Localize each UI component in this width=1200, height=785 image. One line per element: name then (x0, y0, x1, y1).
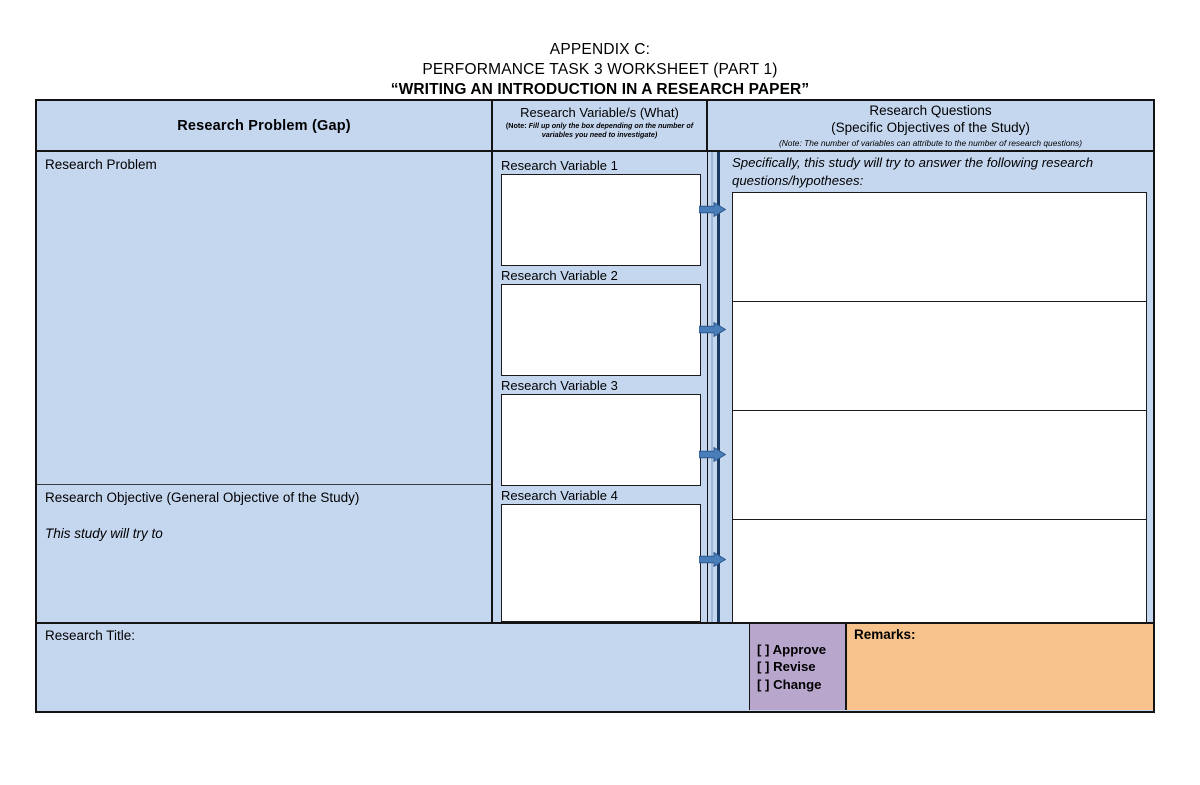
header-research-variables-note: (Note: Fill up only the box depending on… (493, 120, 706, 139)
research-question-4-input[interactable] (732, 519, 1147, 628)
separator-bar-dark (717, 152, 720, 622)
research-questions-intro: Specifically, this study will try to ans… (732, 155, 1094, 189)
research-question-3-input[interactable] (732, 410, 1147, 520)
appendix-label: APPENDIX C: (549, 41, 651, 58)
research-problem-label: Research Problem (45, 157, 157, 172)
arrow-right-icon (699, 447, 726, 462)
header-research-questions-line1: Research Questions (869, 103, 992, 118)
worksheet-subtitle: PERFORMANCE TASK 3 WORKSHEET (PART 1) (422, 60, 778, 78)
decision-option-revise[interactable]: [ ] Revise (757, 659, 816, 675)
decision-checklist: [ ] Approve [ ] Revise [ ] Change (750, 624, 847, 710)
arrow-right-icon (699, 202, 726, 217)
research-variable-4-label: Research Variable 4 (501, 488, 618, 503)
decision-option-change[interactable]: [ ] Change (757, 676, 822, 692)
header-research-variables: Research Variable/s (What) (Note: Fill u… (493, 101, 708, 150)
worksheet-heading: “WRITING AN INTRODUCTION IN A RESEARCH P… (390, 80, 810, 98)
research-objective-cell[interactable]: Research Objective (General Objective of… (37, 485, 491, 622)
research-question-2-input[interactable] (732, 301, 1147, 411)
research-variable-3-input[interactable] (501, 394, 701, 486)
note-italic-text: Fill up only the box depending on the nu… (528, 121, 694, 139)
table-footer-row: Research Title: [ ] Approve [ ] Revise [… (37, 622, 1153, 710)
separator-bar-light (711, 152, 713, 622)
research-variable-1-input[interactable] (501, 174, 701, 266)
research-title-cell[interactable]: Research Title: (37, 624, 750, 710)
research-variable-4-input[interactable] (501, 504, 701, 622)
research-variable-slot-2: Research Variable 2 (493, 268, 707, 376)
arrow-right-icon (699, 552, 726, 567)
research-problem-column: Research Problem Research Objective (Gen… (37, 152, 493, 622)
research-variable-3-label: Research Variable 3 (501, 378, 618, 393)
research-variables-column: Research Variable 1 Research Variable 2 … (493, 152, 708, 622)
header-research-questions: Research Questions (Specific Objectives … (708, 101, 1153, 150)
remarks-cell[interactable]: Remarks: (847, 624, 1153, 710)
research-problem-cell[interactable]: Research Problem (37, 152, 491, 485)
remarks-label: Remarks: (854, 627, 916, 642)
header-research-problem: Research Problem (Gap) (37, 101, 493, 150)
decision-option-approve[interactable]: [ ] Approve (757, 641, 827, 657)
note-prefix: (Note: (505, 121, 529, 130)
header-research-problem-label: Research Problem (Gap) (177, 117, 351, 134)
worksheet-table: Research Problem (Gap) Research Variable… (35, 99, 1155, 713)
worksheet-title-block: APPENDIX C: PERFORMANCE TASK 3 WORKSHEET… (0, 40, 1200, 99)
research-questions-column: Specifically, this study will try to ans… (725, 152, 1153, 628)
research-variable-2-label: Research Variable 2 (501, 268, 618, 283)
column-separator-strip (708, 152, 725, 622)
research-question-1-input[interactable] (732, 192, 1147, 302)
header-research-variables-label: Research Variable/s (What) (520, 105, 679, 120)
research-objective-label: Research Objective (General Objective of… (45, 490, 360, 505)
table-body-band: Research Problem Research Objective (Gen… (37, 152, 1153, 628)
arrow-right-icon (699, 322, 726, 337)
research-variable-slot-3: Research Variable 3 (493, 378, 707, 486)
table-header-row: Research Problem (Gap) Research Variable… (37, 101, 1153, 152)
research-variable-slot-4: Research Variable 4 (493, 488, 707, 622)
research-title-label: Research Title: (45, 628, 136, 643)
research-variable-2-input[interactable] (501, 284, 701, 376)
research-objective-stem: This study will try to (45, 526, 163, 541)
header-research-questions-line2: (Specific Objectives of the Study) (831, 119, 1030, 135)
header-research-questions-note: (Note: The number of variables can attri… (778, 137, 1083, 148)
research-variable-slot-1: Research Variable 1 (493, 158, 707, 266)
research-variable-1-label: Research Variable 1 (501, 158, 618, 173)
